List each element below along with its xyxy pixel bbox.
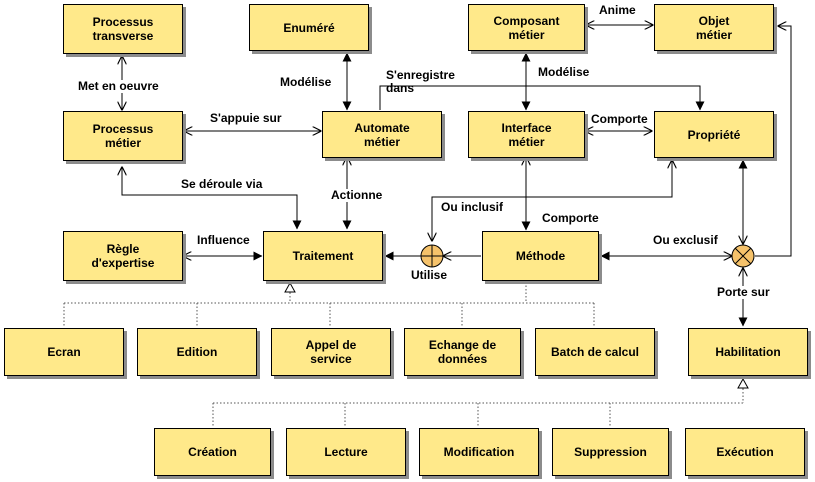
node-ecran: Ecran <box>4 328 124 376</box>
junction-ou-exclusif-icon <box>731 244 755 268</box>
node-methode: Méthode <box>482 231 599 281</box>
node-processus-transverse: Processus transverse <box>63 4 183 54</box>
tree-triangle <box>284 281 296 293</box>
node-modification: Modification <box>419 428 539 476</box>
node-propriete: Propriété <box>654 111 774 158</box>
label-ou-inclusif: Ou inclusif <box>440 200 505 214</box>
label-comporte-meth: Comporte <box>541 211 600 225</box>
node-echange-donnees: Echange de données <box>404 328 521 376</box>
junction-ou-inclusif-icon <box>420 244 444 268</box>
label-senregistre-dans: S'enregistre dans <box>386 68 455 95</box>
label-influence: Influence <box>196 233 251 247</box>
node-traitement: Traitement <box>263 231 383 281</box>
label-modelise-enum: Modélise <box>279 75 333 89</box>
node-edition: Edition <box>137 328 257 376</box>
node-composant-metier: Composant métier <box>468 4 585 51</box>
traitement-tree <box>63 282 595 327</box>
node-lecture: Lecture <box>286 428 406 476</box>
label-utilise: Utilise <box>410 268 449 282</box>
label-sappuie-sur: S'appuie sur <box>209 111 283 125</box>
edge-objet-xor <box>755 26 792 257</box>
node-batch-calcul: Batch de calcul <box>535 328 655 376</box>
node-appel-service: Appel de service <box>271 328 391 376</box>
node-execution: Exécution <box>685 428 805 476</box>
node-processus-metier: Processus métier <box>63 111 183 161</box>
tree-triangle-hab <box>737 377 749 389</box>
node-objet-metier: Objet métier <box>654 4 774 51</box>
label-met-en-oeuvre: Met en oeuvre <box>77 79 160 93</box>
label-ou-exclusif: Ou exclusif <box>652 233 719 247</box>
label-comporte-prop: Comporte <box>590 112 649 126</box>
label-se-deroule-via: Se déroule via <box>180 177 264 191</box>
label-porte-sur: Porte sur <box>716 285 771 299</box>
label-actionne: Actionne <box>330 188 384 202</box>
node-interface-metier: Interface métier <box>468 111 585 158</box>
node-enumere: Enuméré <box>249 4 369 51</box>
habilitation-tree <box>212 378 744 427</box>
edge-ou-inclusif <box>432 160 672 241</box>
label-modelise-comp: Modélise <box>537 65 591 79</box>
label-anime: Anime <box>598 3 637 17</box>
node-regle-expertise: Règle d'expertise <box>63 231 183 281</box>
node-creation: Création <box>154 428 271 476</box>
edge-se-deroule <box>122 167 297 229</box>
node-suppression: Suppression <box>552 428 669 476</box>
node-automate-metier: Automate métier <box>322 111 442 158</box>
edge-senregistre <box>379 85 705 111</box>
node-habilitation: Habilitation <box>688 328 808 376</box>
